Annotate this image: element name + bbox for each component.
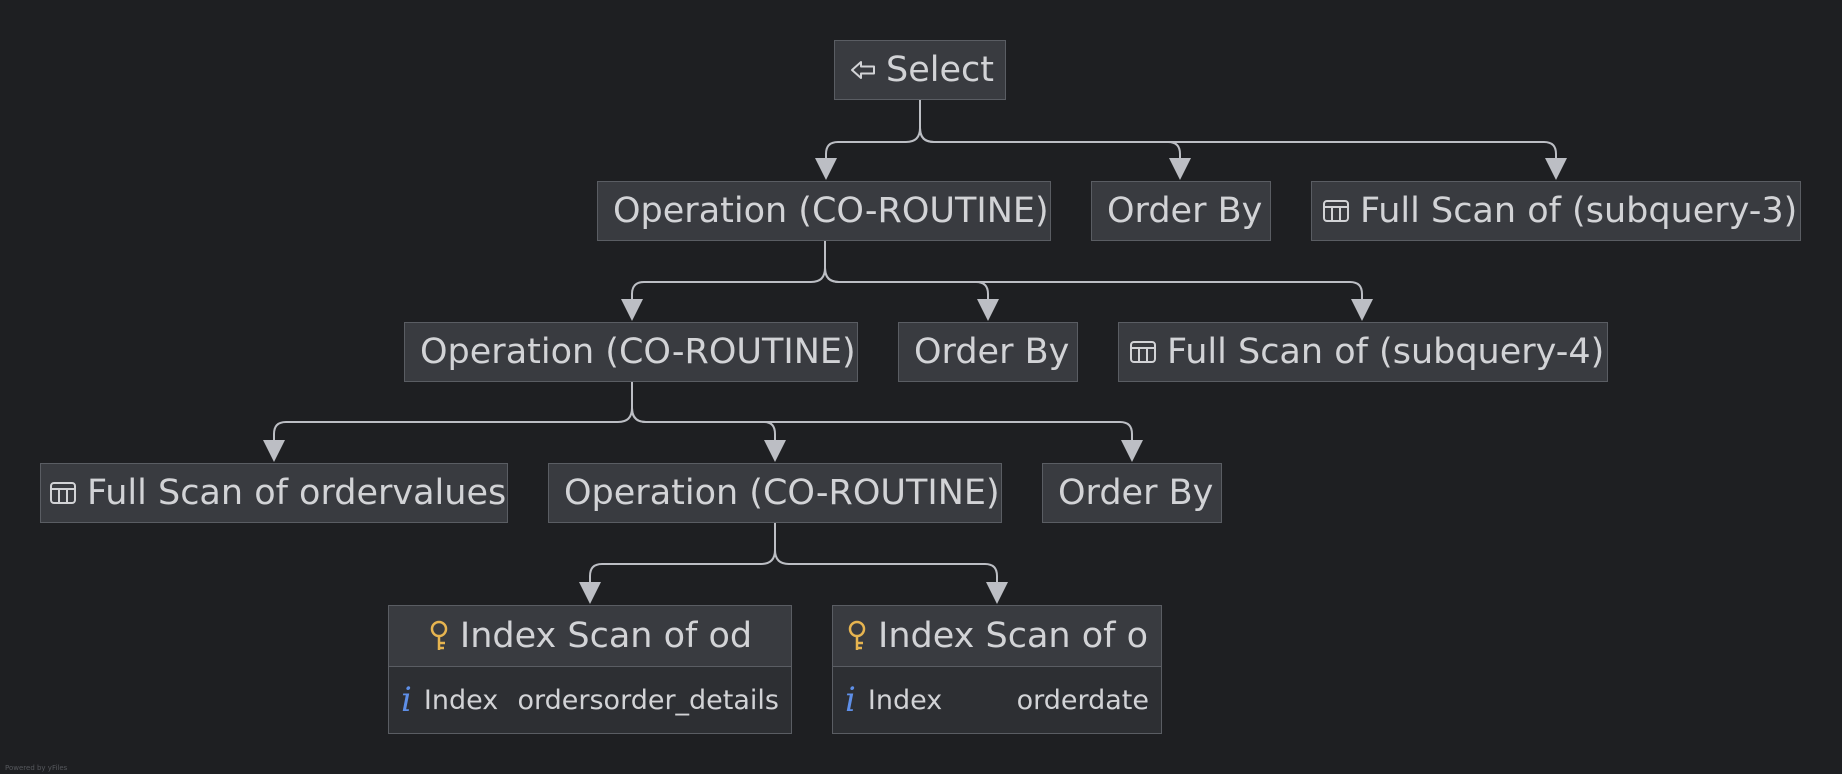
info-icon: i (401, 680, 412, 720)
select-label: Select (886, 49, 994, 90)
table-icon (1129, 340, 1157, 364)
index-scan-label: Index Scan of od (459, 616, 753, 656)
full-scan-label: Full Scan of (subquery-4) (1167, 331, 1605, 372)
arrowhead (1121, 440, 1143, 462)
operation-label: Operation (CO-ROUTINE) (420, 331, 856, 372)
arrowhead (977, 299, 999, 321)
operation-label: Operation (CO-ROUTINE) (613, 190, 1049, 231)
order-by-node-2[interactable]: Order By (898, 322, 1078, 382)
index-scan-o-node[interactable]: Index Scan of o i Index orderdate (832, 605, 1162, 734)
arrowhead (815, 158, 837, 180)
table-icon (49, 481, 77, 505)
arrowhead (579, 582, 601, 604)
full-scan-subquery-3-node[interactable]: Full Scan of (subquery-3) (1311, 181, 1801, 241)
operation-coroutine-node-1[interactable]: Operation (CO-ROUTINE) (597, 181, 1051, 241)
key-icon (846, 620, 868, 652)
order-by-node-3[interactable]: Order By (1042, 463, 1222, 523)
arrowhead (764, 440, 786, 462)
index-detail-value: ordersorder_details (517, 684, 779, 716)
index-scan-label: Index Scan of o (878, 616, 1148, 656)
edge-op1-op2 (631, 241, 826, 301)
index-detail-value: orderdate (1016, 684, 1149, 716)
edge-op2-orderby3 (631, 382, 1133, 442)
edge-op2-fullscan-ov (273, 382, 633, 442)
order-by-label: Order By (914, 331, 1070, 372)
edge-op3-idx-od (589, 523, 776, 584)
arrowhead (1545, 158, 1567, 180)
full-scan-label: Full Scan of ordervalues (87, 472, 507, 513)
edge-op3-idx-o (774, 523, 998, 584)
operation-coroutine-node-3[interactable]: Operation (CO-ROUTINE) (548, 463, 1002, 523)
index-detail-key: Index (867, 684, 943, 716)
select-node[interactable]: Select (834, 40, 1006, 100)
index-scan-od-node[interactable]: Index Scan of od i Index ordersorder_det… (388, 605, 792, 734)
full-scan-subquery-4-node[interactable]: Full Scan of (subquery-4) (1118, 322, 1608, 382)
edge-op1-orderby2 (824, 241, 989, 301)
operation-coroutine-node-2[interactable]: Operation (CO-ROUTINE) (404, 322, 858, 382)
info-icon: i (845, 680, 856, 720)
index-detail-key: Index (423, 684, 499, 716)
order-by-node-1[interactable]: Order By (1091, 181, 1271, 241)
arrowhead (1169, 158, 1191, 180)
operation-label: Operation (CO-ROUTINE) (564, 472, 1000, 513)
edge-select-op1 (825, 100, 921, 160)
arrowhead (1351, 299, 1373, 321)
key-icon (428, 620, 450, 652)
arrowhead (986, 582, 1008, 604)
full-scan-label: Full Scan of (subquery-3) (1360, 190, 1798, 231)
order-by-label: Order By (1107, 190, 1263, 231)
powered-by-footer: Powered by yFiles (5, 764, 68, 772)
arrowhead (621, 299, 643, 321)
edge-select-orderby1 (919, 100, 1181, 160)
table-icon (1322, 199, 1350, 223)
order-by-label: Order By (1058, 472, 1214, 513)
index-scan-header: Index Scan of od (389, 606, 791, 667)
edge-select-fullscan3 (919, 100, 1557, 160)
index-detail-row: i Index orderdate (833, 667, 1161, 733)
index-detail-row: i Index ordersorder_details (389, 667, 791, 733)
edge-op1-fullscan4 (824, 241, 1363, 301)
select-arrow-icon (850, 59, 876, 81)
full-scan-ordervalues-node[interactable]: Full Scan of ordervalues (40, 463, 508, 523)
index-scan-header: Index Scan of o (833, 606, 1161, 667)
arrowhead (263, 440, 285, 462)
edge-op2-op3 (631, 382, 776, 442)
